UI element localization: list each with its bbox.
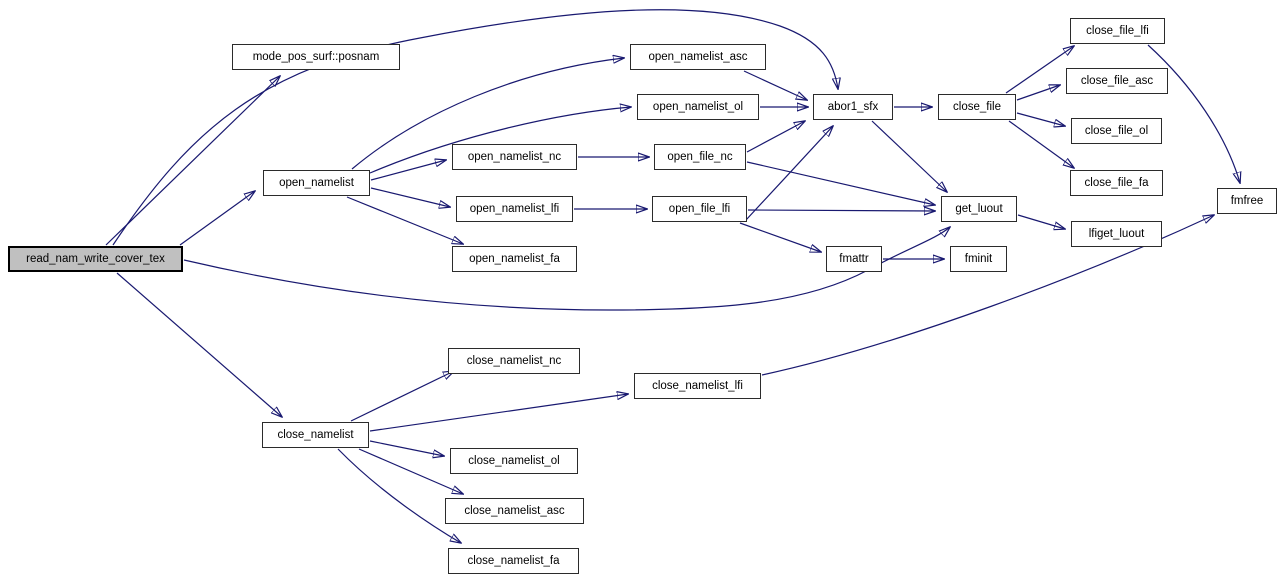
node-close_file[interactable]: close_file (938, 94, 1016, 120)
node-close_file_ol[interactable]: close_file_ol (1071, 118, 1162, 144)
node-open_namelist_fa[interactable]: open_namelist_fa (452, 246, 577, 272)
edge-open_namelist-open_namelist_ol (369, 107, 631, 174)
node-close_file_asc[interactable]: close_file_asc (1066, 68, 1168, 94)
node-open_file_lfi[interactable]: open_file_lfi (652, 196, 747, 222)
node-close_namelist[interactable]: close_namelist (262, 422, 369, 448)
edge-read_nam_write_cover_tex-close_namelist (116, 272, 282, 417)
node-close_namelist_fa[interactable]: close_namelist_fa (448, 548, 579, 574)
node-open_namelist_asc[interactable]: open_namelist_asc (630, 44, 766, 70)
node-open_namelist_nc[interactable]: open_namelist_nc (452, 144, 577, 170)
node-abor1_sfx[interactable]: abor1_sfx (813, 94, 893, 120)
edge-read_nam_write_cover_tex-open_namelist (179, 191, 255, 246)
edge-close_file-close_file_asc (1016, 85, 1060, 101)
node-close_file_fa[interactable]: close_file_fa (1070, 170, 1163, 196)
edge-open_namelist_asc-abor1_sfx (743, 70, 807, 100)
edge-get_luout-lfiget_luout (1017, 214, 1065, 229)
edge-read_nam_write_cover_tex-abor1_sfx (112, 9, 838, 246)
edge-open_file_lfi-fmattr (739, 222, 821, 252)
node-fmfree[interactable]: fmfree (1217, 188, 1277, 214)
edge-close_file-close_file_fa (1008, 120, 1074, 168)
edge-close_file_lfi-fmfree (1147, 44, 1240, 183)
node-get_luout[interactable]: get_luout (941, 196, 1017, 222)
node-close_namelist_asc[interactable]: close_namelist_asc (445, 498, 584, 524)
edge-close_namelist-close_namelist_lfi (369, 394, 628, 432)
edge-close_file-close_file_lfi (1005, 46, 1074, 94)
node-close_namelist_lfi[interactable]: close_namelist_lfi (634, 373, 761, 399)
edge-close_namelist-close_namelist_nc (350, 371, 454, 422)
edge-close_namelist-close_namelist_asc (358, 448, 463, 494)
node-close_namelist_nc[interactable]: close_namelist_nc (448, 348, 580, 374)
edge-read_nam_write_cover_tex-mode_pos_surf_posnam (105, 76, 280, 246)
edge-open_file_nc-abor1_sfx (746, 121, 805, 153)
node-open_file_nc[interactable]: open_file_nc (654, 144, 746, 170)
edge-open_file_nc-get_luout (746, 161, 935, 205)
node-read_nam_write_cover_tex: read_nam_write_cover_tex (8, 246, 183, 272)
edge-close_namelist-close_namelist_ol (369, 440, 444, 456)
node-open_namelist_ol[interactable]: open_namelist_ol (637, 94, 759, 120)
edge-open_namelist-open_namelist_fa (346, 196, 463, 244)
node-lfiget_luout[interactable]: lfiget_luout (1071, 221, 1162, 247)
node-open_namelist_lfi[interactable]: open_namelist_lfi (456, 196, 573, 222)
node-fminit[interactable]: fminit (950, 246, 1007, 272)
node-open_namelist[interactable]: open_namelist (263, 170, 370, 196)
edge-abor1_sfx-get_luout (871, 120, 947, 192)
edge-open_file_lfi-get_luout (747, 210, 935, 211)
edge-close_namelist-close_namelist_fa (337, 448, 461, 543)
edge-open_file_lfi-abor1_sfx (745, 126, 833, 221)
edge-open_namelist-open_namelist_lfi (370, 187, 450, 207)
node-mode_pos_surf_posnam[interactable]: mode_pos_surf::posnam (232, 44, 400, 70)
edge-open_namelist-open_namelist_asc (351, 58, 624, 170)
node-close_file_lfi[interactable]: close_file_lfi (1070, 18, 1165, 44)
edge-close_file-close_file_ol (1016, 112, 1065, 126)
node-fmattr[interactable]: fmattr (826, 246, 882, 272)
node-close_namelist_ol[interactable]: close_namelist_ol (450, 448, 578, 474)
edge-open_namelist-open_namelist_nc (370, 160, 446, 181)
